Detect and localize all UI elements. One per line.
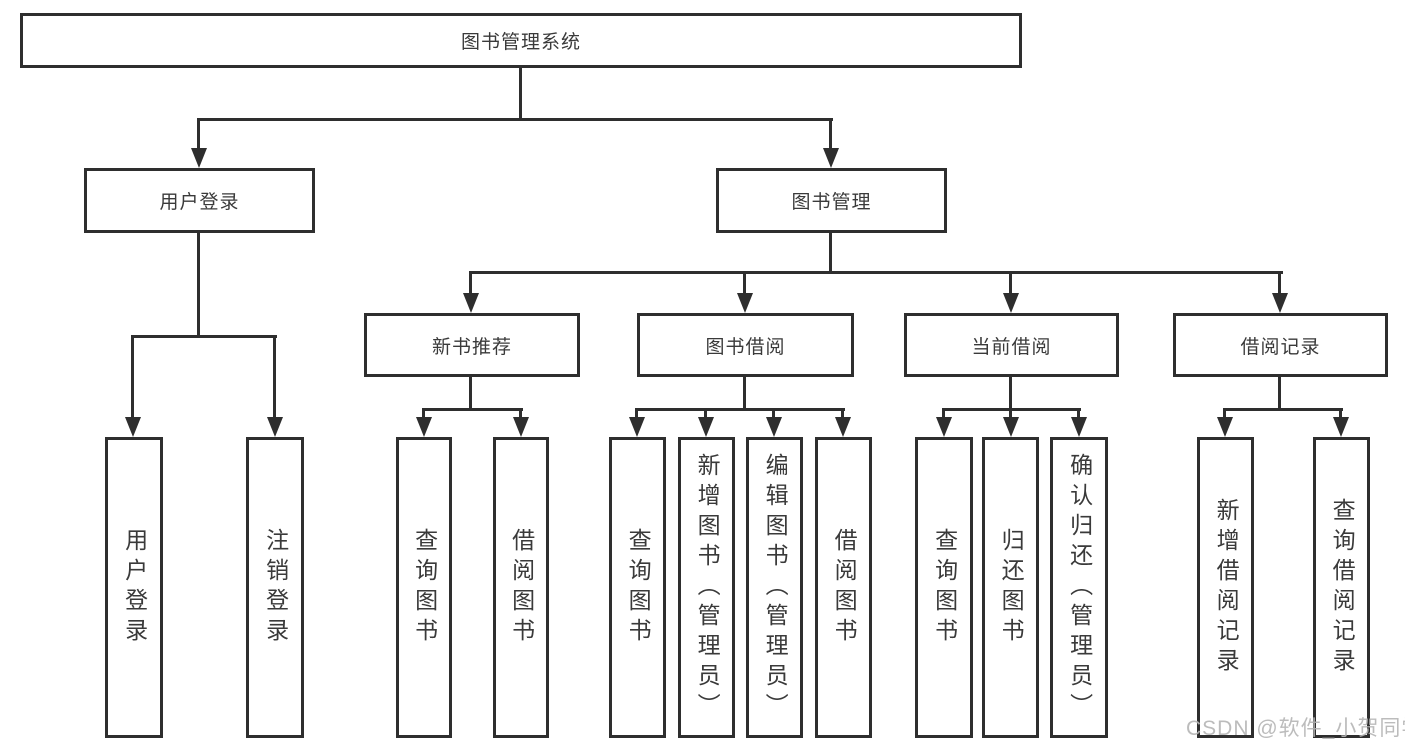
connector-user-login-branch <box>131 335 277 338</box>
arrowhead-down-icon <box>1272 293 1288 313</box>
connector-drop-book-management <box>829 118 832 150</box>
connector-borrow-records-stem <box>1278 377 1281 410</box>
connector-drop <box>704 408 707 420</box>
connector-drop <box>841 408 844 420</box>
arrowhead-down-icon <box>766 417 782 437</box>
connector-book-management-branch <box>469 271 1283 274</box>
connector-drop-leaf-user-login <box>131 335 134 419</box>
arrowhead-down-icon <box>1071 417 1087 437</box>
leaf-return-book: 归还图书 <box>982 437 1039 738</box>
node-current-borrow: 当前借阅 <box>904 313 1119 377</box>
leaf-logout: 注销登录 <box>246 437 304 738</box>
node-current-borrow-label: 当前借阅 <box>971 336 1052 358</box>
arrowhead-down-icon <box>125 417 141 437</box>
node-book-management-label: 图书管理 <box>791 192 872 213</box>
connector-drop <box>635 408 638 420</box>
leaf-query-borrow-record: 查询借阅记录 <box>1313 437 1370 738</box>
leaf-borrow-book-recommend: 借阅图书 <box>493 437 549 738</box>
connector-drop-user-login <box>197 118 200 150</box>
leaf-add-borrow-record-label: 新增借阅记录 <box>1213 497 1240 678</box>
node-book-borrow-label: 图书借阅 <box>705 336 786 358</box>
leaf-logout-label: 注销登录 <box>262 527 289 648</box>
leaf-query-book-current-label: 查询图书 <box>931 527 958 648</box>
arrowhead-down-icon <box>267 417 283 437</box>
arrowhead-down-icon <box>936 417 952 437</box>
connector-drop-book-borrow <box>743 271 746 295</box>
leaf-query-book-recommend-label: 查询图书 <box>411 527 438 648</box>
csdn-watermark: CSDN @软件_小贺同学 <box>1186 717 1405 740</box>
leaf-query-book-recommend: 查询图书 <box>396 437 452 738</box>
connector-drop <box>772 408 775 420</box>
connector-new-book-branch <box>422 408 523 411</box>
node-book-borrow: 图书借阅 <box>637 313 854 377</box>
leaf-add-book-admin-label: 新增图书（管理员） <box>694 452 721 723</box>
connector-borrow-records-branch <box>1223 408 1343 411</box>
connector-book-borrow-branch <box>635 408 845 411</box>
connector-current-borrow-stem <box>1009 377 1012 410</box>
connector-drop-new-book <box>469 271 472 295</box>
node-root: 图书管理系统 <box>20 13 1022 68</box>
arrowhead-down-icon <box>1217 417 1233 437</box>
connector-user-login-stem <box>197 233 200 337</box>
arrowhead-down-icon <box>416 417 432 437</box>
node-borrow-records: 借阅记录 <box>1173 313 1388 377</box>
leaf-query-book-current: 查询图书 <box>915 437 973 738</box>
arrowhead-down-icon <box>1003 417 1019 437</box>
connector-book-borrow-stem <box>743 377 746 410</box>
connector-drop <box>422 408 425 420</box>
node-new-book-recommend: 新书推荐 <box>364 313 580 377</box>
arrowhead-down-icon <box>463 293 479 313</box>
arrowhead-down-icon <box>835 417 851 437</box>
connector-drop <box>1223 408 1226 420</box>
arrowhead-down-icon <box>1333 417 1349 437</box>
leaf-user-login: 用户登录 <box>105 437 163 738</box>
node-user-login: 用户登录 <box>84 168 315 233</box>
leaf-return-book-label: 归还图书 <box>998 527 1025 648</box>
arrowhead-down-icon <box>191 148 207 168</box>
arrowhead-down-icon <box>513 417 529 437</box>
arrowhead-down-icon <box>698 417 714 437</box>
node-borrow-records-label: 借阅记录 <box>1240 336 1321 358</box>
node-new-book-recommend-label: 新书推荐 <box>431 336 512 358</box>
leaf-borrow-book: 借阅图书 <box>815 437 872 738</box>
leaf-add-book-admin: 新增图书（管理员） <box>678 437 735 738</box>
leaf-confirm-return-admin: 确认归还（管理员） <box>1050 437 1108 738</box>
leaf-add-borrow-record: 新增借阅记录 <box>1197 437 1254 738</box>
node-book-management: 图书管理 <box>716 168 947 233</box>
leaf-borrow-book-recommend-label: 借阅图书 <box>508 527 535 648</box>
connector-root-branch <box>197 118 833 121</box>
leaf-user-login-label: 用户登录 <box>121 527 148 648</box>
connector-drop-current-borrow <box>1009 271 1012 295</box>
leaf-edit-book-admin-label: 编辑图书（管理员） <box>762 452 789 723</box>
connector-drop <box>1339 408 1342 420</box>
connector-drop <box>942 408 945 420</box>
connector-new-book-stem <box>469 377 472 410</box>
connector-drop-leaf-logout <box>273 335 276 419</box>
arrowhead-down-icon <box>1003 293 1019 313</box>
connector-root-stem <box>519 68 522 120</box>
leaf-confirm-return-admin-label: 确认归还（管理员） <box>1066 452 1093 723</box>
connector-drop <box>1077 408 1080 420</box>
leaf-edit-book-admin: 编辑图书（管理员） <box>746 437 803 738</box>
connector-drop <box>1009 408 1012 420</box>
leaf-query-book-borrow-label: 查询图书 <box>625 527 652 648</box>
node-root-label: 图书管理系统 <box>460 32 581 53</box>
arrowhead-down-icon <box>629 417 645 437</box>
connector-drop <box>519 408 522 420</box>
arrowhead-down-icon <box>823 148 839 168</box>
connector-drop-borrow-records <box>1278 271 1281 295</box>
node-user-login-label: 用户登录 <box>159 192 240 213</box>
leaf-borrow-book-label: 借阅图书 <box>831 527 858 648</box>
arrowhead-down-icon <box>737 293 753 313</box>
leaf-query-book-borrow: 查询图书 <box>609 437 666 738</box>
leaf-query-borrow-record-label: 查询借阅记录 <box>1329 497 1356 678</box>
connector-book-management-stem <box>829 233 832 273</box>
